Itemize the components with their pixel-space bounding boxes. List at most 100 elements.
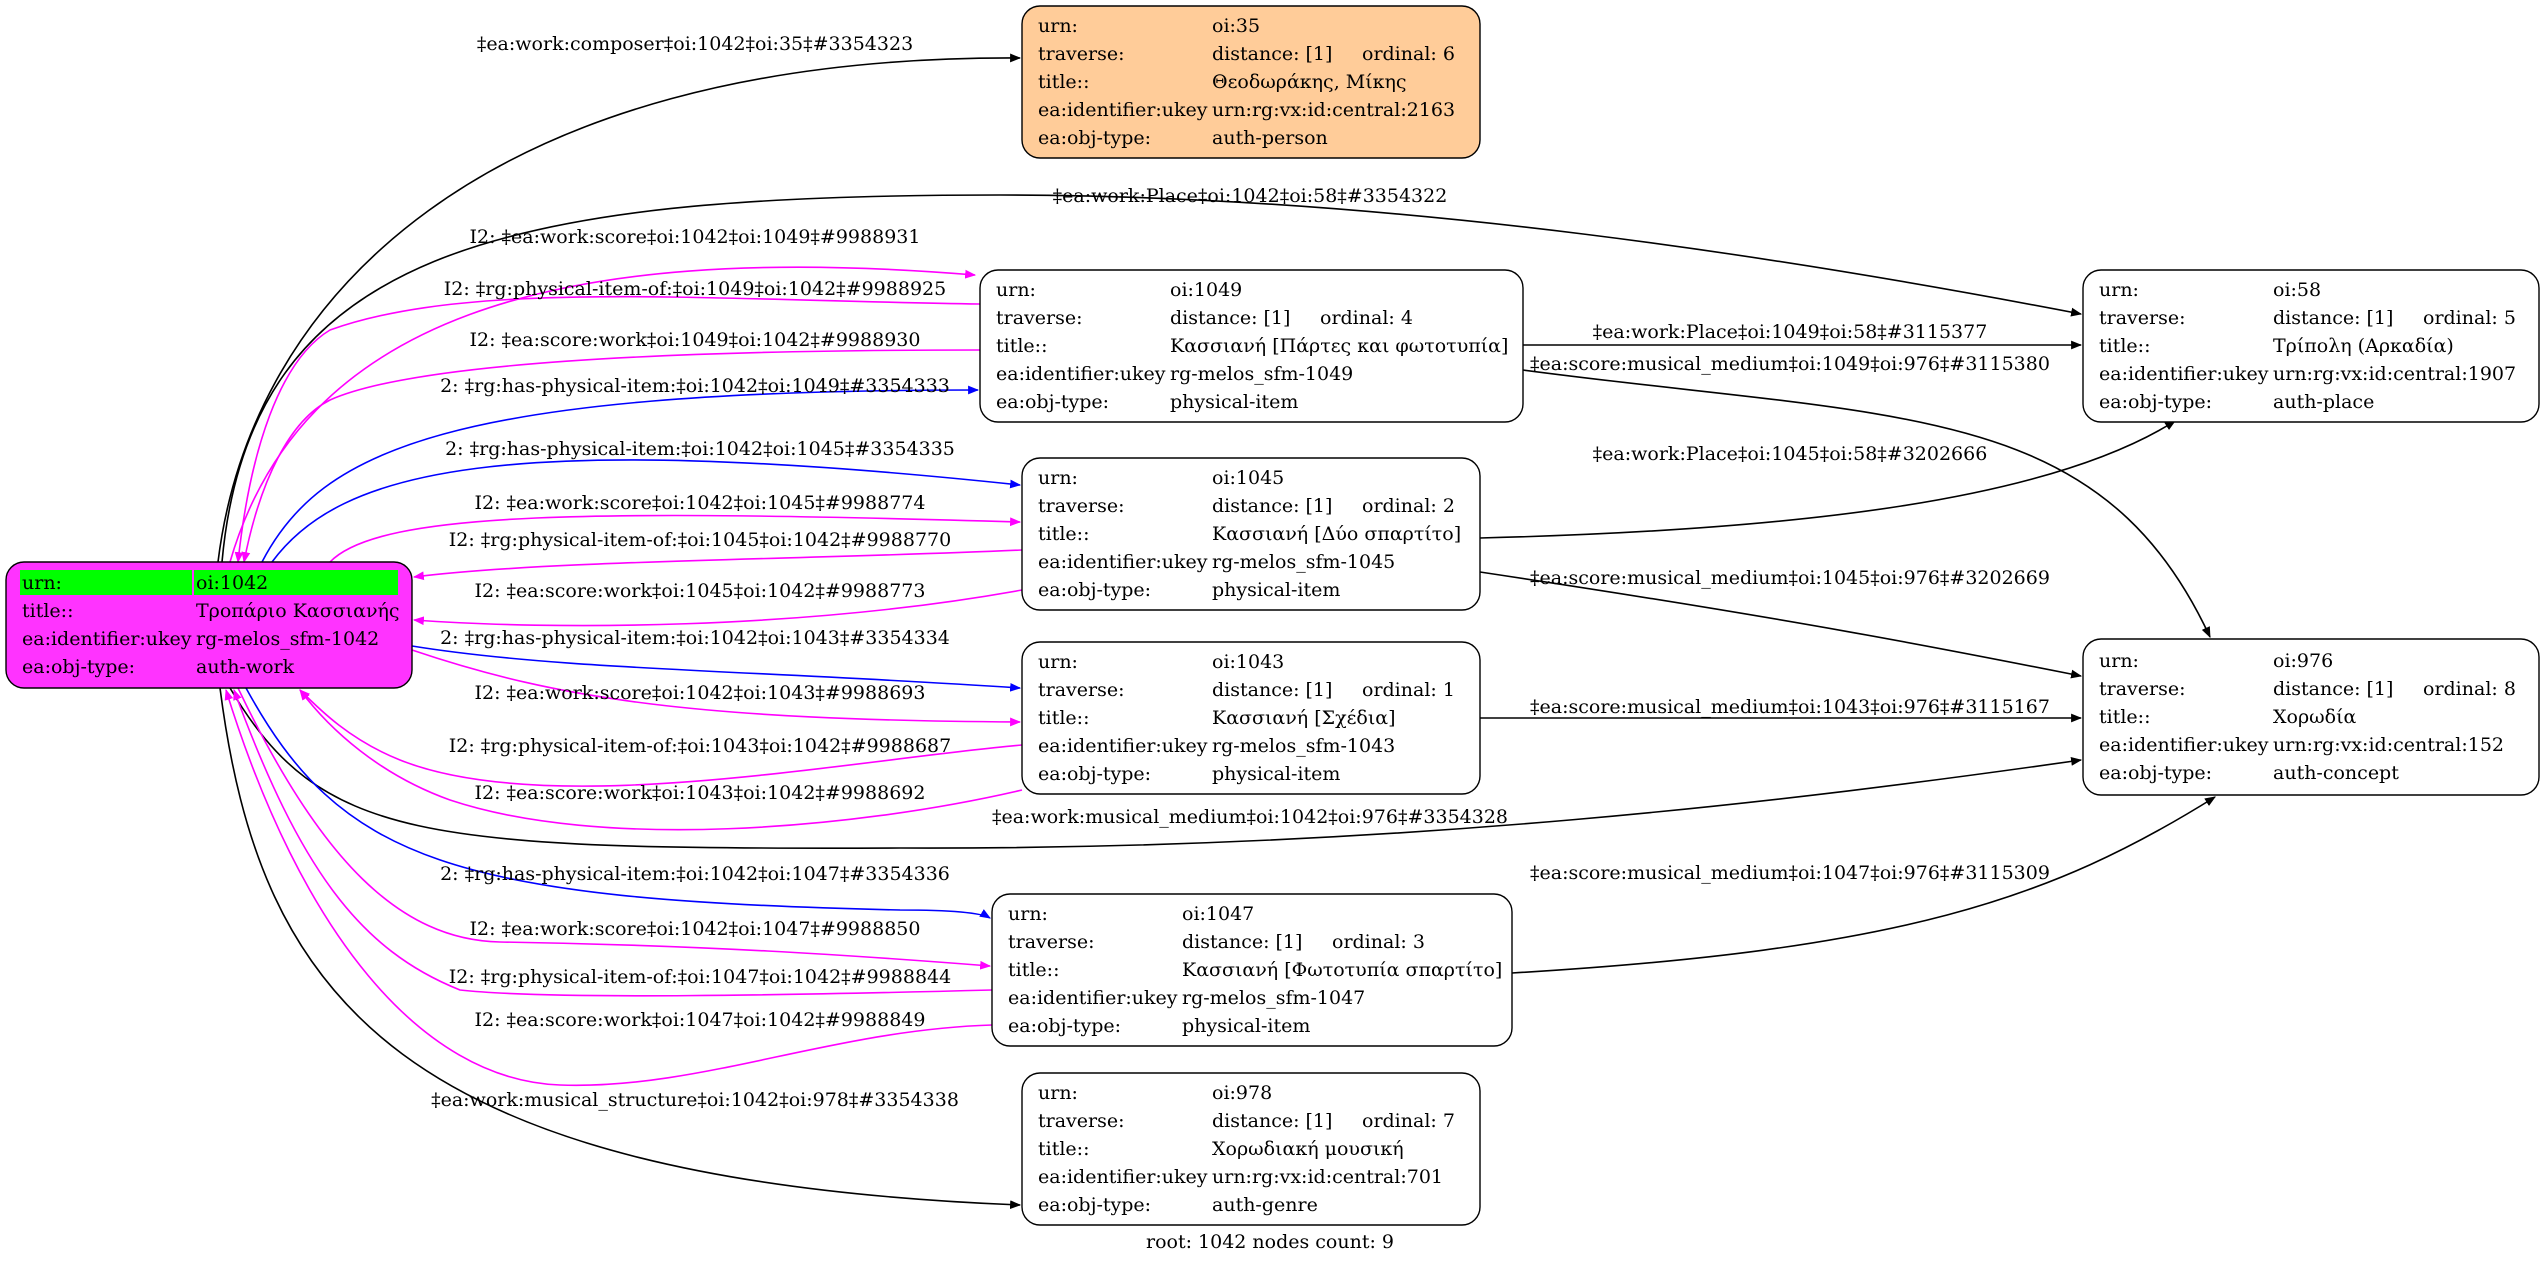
node-field-key: urn: bbox=[1038, 1082, 1078, 1104]
edges-layer bbox=[217, 53, 2216, 1209]
edge-physical[interactable] bbox=[245, 687, 991, 919]
node-field-value: oi:1043 bbox=[1212, 651, 1284, 673]
edge-inverse[interactable] bbox=[241, 349, 981, 564]
node-box bbox=[1021, 1072, 1481, 1226]
edge-physical[interactable] bbox=[411, 645, 1022, 692]
edge-label: ‡ea:score:musical_medium‡oi:1047‡oi:976‡… bbox=[1530, 862, 2050, 884]
graph-node[interactable]: urn: oi:1045 traverse: distance: [1] ordinal… bbox=[1021, 457, 1481, 611]
edge-default[interactable] bbox=[219, 687, 1022, 1209]
edge-inverse[interactable] bbox=[237, 687, 992, 970]
node-field-key: urn: bbox=[996, 279, 1036, 301]
edge-inverse[interactable] bbox=[234, 295, 981, 564]
node-field-value: physical-item bbox=[1182, 1015, 1310, 1037]
node-field-key: traverse: bbox=[1038, 679, 1125, 701]
edge-inverse[interactable] bbox=[229, 266, 977, 563]
edge-default[interactable] bbox=[1511, 796, 2216, 974]
edge-label: ‡ea:work:Place‡oi:1049‡oi:58‡#3115377 bbox=[1593, 321, 1988, 343]
edge-label: I2: ‡ea:score:work‡oi:1047‡oi:1042‡#9988… bbox=[475, 1009, 926, 1031]
edge-default[interactable] bbox=[1479, 420, 2176, 539]
edge-physical[interactable] bbox=[271, 459, 1022, 563]
edge-physical[interactable] bbox=[261, 385, 980, 563]
edge-inverse[interactable] bbox=[329, 514, 1022, 563]
edge-label: ‡ea:work:Place‡oi:1042‡oi:58‡#3354322 bbox=[1053, 185, 1448, 207]
node-field-value: distance: [1] bbox=[2273, 678, 2393, 700]
edge-label: 2: ‡rg:has-physical-item:‡oi:1042‡oi:104… bbox=[440, 863, 950, 885]
edge-label: ‡ea:score:musical_medium‡oi:1049‡oi:976‡… bbox=[1530, 353, 2050, 375]
node-field-value: Κασσιανή [Σχέδια] bbox=[1212, 707, 1396, 729]
urn-value-highlight bbox=[194, 570, 398, 595]
edge-label: 2: ‡rg:has-physical-item:‡oi:1042‡oi:104… bbox=[440, 375, 950, 397]
edge-labels-layer: ‡ea:work:composer‡oi:1042‡oi:35‡#3354323… bbox=[431, 33, 2050, 1111]
node-field-value: distance: [1] bbox=[1212, 679, 1332, 701]
node-field-value: oi:976 bbox=[2273, 650, 2333, 672]
graph-node[interactable]: urn: oi:976 traverse: distance: [1] ordinal:… bbox=[2082, 638, 2540, 796]
edge-inverse[interactable] bbox=[411, 649, 1022, 727]
node-ordinal: ordinal: 2 bbox=[1362, 495, 1455, 517]
node-field-value: oi:35 bbox=[1212, 15, 1260, 37]
node-field-value: physical-item bbox=[1212, 763, 1340, 785]
node-field-key: urn: bbox=[1038, 467, 1078, 489]
edge-inverse[interactable] bbox=[233, 688, 993, 997]
node-field-value: Χορωδιακή μουσική bbox=[1212, 1138, 1404, 1160]
edge-default[interactable] bbox=[217, 53, 1022, 563]
node-field-value: oi:1045 bbox=[1212, 467, 1284, 489]
node-field-value: distance: [1] bbox=[1182, 931, 1302, 953]
node-field-value: Κασσιανή [Φωτοτυπία σπαρτίτο] bbox=[1182, 959, 1502, 981]
edge-inverse[interactable] bbox=[299, 689, 1023, 831]
edge-label: I2: ‡ea:work:score‡oi:1042‡oi:1047‡#9988… bbox=[470, 918, 921, 940]
node-field-value: physical-item bbox=[1212, 579, 1340, 601]
node-field-value: auth-place bbox=[2273, 391, 2374, 413]
edge-label: I2: ‡rg:physical-item-of:‡oi:1047‡oi:104… bbox=[449, 966, 951, 988]
node-field-value: urn:rg:vx:id:central:152 bbox=[2273, 734, 2504, 756]
edge-label: ‡ea:score:musical_medium‡oi:1043‡oi:976‡… bbox=[1530, 696, 2050, 718]
node-field-value: urn:rg:vx:id:central:2163 bbox=[1212, 99, 1455, 121]
node-field-key: ea:identifier:ukey bbox=[2099, 363, 2269, 385]
node-field-key: traverse: bbox=[2099, 307, 2186, 329]
edge-label: ‡ea:work:musical_medium‡oi:1042‡oi:976‡#… bbox=[992, 806, 1508, 828]
node-field-key: ea:identifier:ukey bbox=[2099, 734, 2269, 756]
node-ordinal: ordinal: 8 bbox=[2423, 678, 2516, 700]
node-field-key: title:: bbox=[2099, 706, 2150, 728]
node-field-value: Κασσιανή [Δύο σπαρτίτο] bbox=[1212, 523, 1461, 545]
node-box bbox=[2082, 638, 2540, 796]
graph-footer-label: root: 1042 nodes count: 9 bbox=[1146, 1231, 1394, 1253]
node-field-value: distance: [1] bbox=[1212, 43, 1332, 65]
edge-inverse[interactable] bbox=[412, 549, 1023, 581]
edge-default[interactable] bbox=[221, 194, 2083, 563]
node-field-key: urn: bbox=[1038, 651, 1078, 673]
node-field-key: ea:identifier:ukey bbox=[1038, 735, 1208, 757]
edge-default[interactable] bbox=[1522, 369, 2211, 638]
node-field-key: ea:identifier:ukey bbox=[996, 363, 1166, 385]
node-ordinal: ordinal: 3 bbox=[1332, 931, 1425, 953]
edge-label: ‡ea:work:musical_structure‡oi:1042‡oi:97… bbox=[431, 1089, 959, 1111]
node-field-key: traverse: bbox=[2099, 678, 2186, 700]
edge-inverse[interactable] bbox=[299, 689, 1023, 787]
edge-default[interactable] bbox=[229, 687, 2083, 849]
node-field-key: traverse: bbox=[1038, 43, 1125, 65]
node-field-value: physical-item bbox=[1170, 391, 1298, 413]
node-field-value: distance: [1] bbox=[1212, 495, 1332, 517]
node-field-key: urn: bbox=[2099, 650, 2139, 672]
node-field-key: title:: bbox=[1038, 71, 1089, 93]
node-field-key: traverse: bbox=[1038, 495, 1125, 517]
node-field-key: ea:obj-type: bbox=[996, 391, 1109, 413]
edge-inverse[interactable] bbox=[412, 589, 1023, 627]
edge-default[interactable] bbox=[1479, 571, 2083, 679]
node-field-key: title:: bbox=[1008, 959, 1059, 981]
edge-inverse[interactable] bbox=[224, 688, 993, 1087]
node-field-key: ea:identifier:ukey bbox=[1038, 99, 1208, 121]
node-field-key: traverse: bbox=[1038, 1110, 1125, 1132]
edge-label: ‡ea:score:musical_medium‡oi:1045‡oi:976‡… bbox=[1530, 567, 2050, 589]
node-field-key: title:: bbox=[1038, 1138, 1089, 1160]
node-box bbox=[1021, 5, 1481, 159]
edge-label: I2: ‡ea:work:score‡oi:1042‡oi:1049‡#9988… bbox=[470, 226, 921, 248]
